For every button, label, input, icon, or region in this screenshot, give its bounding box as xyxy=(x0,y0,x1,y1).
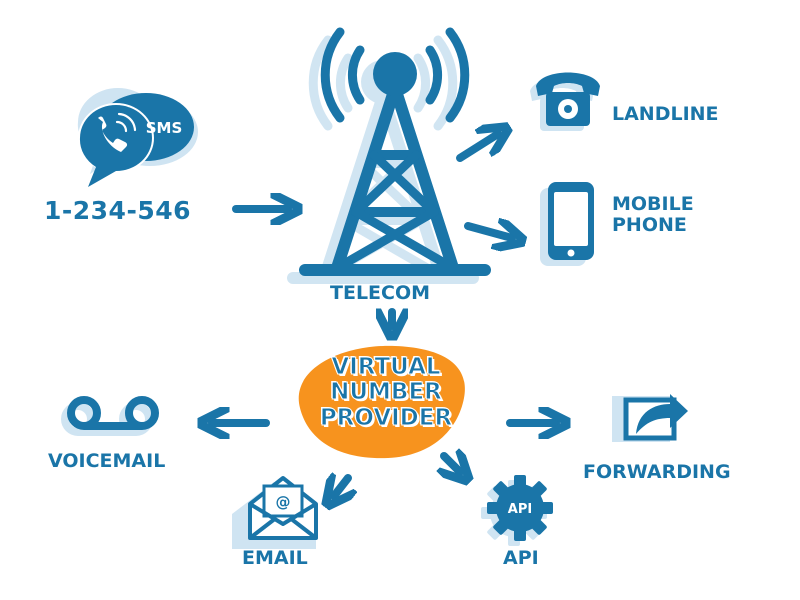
mobile-phone-label: MOBILE PHONE xyxy=(612,193,694,237)
phone-chat-bubble-icon xyxy=(77,88,198,187)
landline-label: LANDLINE xyxy=(612,103,719,125)
landline-phone-icon xyxy=(530,72,600,131)
telecom-label: TELECOM xyxy=(330,282,431,304)
provider-highlight-blob xyxy=(298,345,465,459)
gear-icon xyxy=(481,475,553,546)
provider-line2: NUMBER xyxy=(330,379,443,406)
sms-badge-label: SMS xyxy=(146,119,183,137)
email-label: EMAIL xyxy=(242,547,308,569)
arrow-telecom-to-landline xyxy=(456,134,498,162)
api-label: API xyxy=(503,547,539,569)
arrow-provider-to-email xyxy=(334,478,348,496)
arrow-provider-to-api xyxy=(444,456,460,472)
envelope-icon: @ xyxy=(232,476,318,549)
arrow-telecom-to-mobile xyxy=(464,226,512,238)
virtual-number-provider-label: VIRTUAL NUMBER PROVIDER xyxy=(286,354,486,431)
cell-tower-icon xyxy=(287,27,491,284)
svg-text:@: @ xyxy=(276,493,291,511)
forwarding-label: FORWARDING xyxy=(583,461,731,483)
sms-sender-number: 1-234-546 xyxy=(44,196,192,225)
mobile-label-line2: PHONE xyxy=(612,214,687,237)
mobile-label-line1: MOBILE xyxy=(612,193,694,215)
provider-line1: VIRTUAL xyxy=(331,354,441,381)
share-forward-icon xyxy=(612,394,688,442)
api-badge-label: API xyxy=(508,502,532,517)
provider-line3: PROVIDER xyxy=(319,404,453,431)
voicemail-icon xyxy=(61,396,159,436)
mobile-phone-icon xyxy=(540,182,594,266)
voicemail-label: VOICEMAIL xyxy=(48,450,166,472)
